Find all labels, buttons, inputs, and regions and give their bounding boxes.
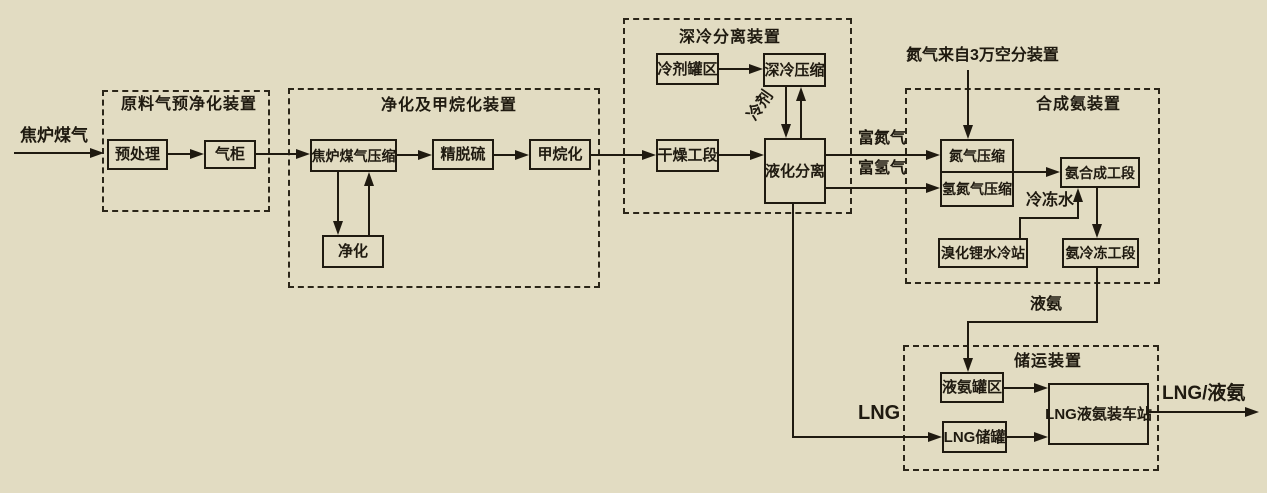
arrowhead-compress-to-desulfur <box>418 150 432 160</box>
arrowhead-purification-to-compress <box>364 172 374 186</box>
line-ammoniatank-to-loading <box>1004 387 1035 389</box>
section-storage-transport-title: 储运装置 <box>1014 353 1083 370</box>
section-cryogenic-separation <box>623 18 852 214</box>
arrowhead-drying-to-liquefaction <box>750 150 764 160</box>
arrowhead-desulfur-to-methanation <box>515 150 529 160</box>
node-loading-station: LNG液氨装车站 <box>1045 383 1152 445</box>
line-synthesis-to-refrig <box>1096 188 1098 225</box>
section-ammonia-synthesis-title: 合成氨装置 <box>1036 96 1122 113</box>
line-liquefaction-to-cryocompress <box>800 101 802 138</box>
line-liquid-ammonia-down <box>967 321 969 359</box>
line-reftank-to-cryocompress <box>719 68 750 70</box>
line-pre-to-gasholder <box>168 153 192 155</box>
node-methanation: 甲烷化 <box>529 139 591 170</box>
section-storage-transport <box>903 345 1159 471</box>
line-rich-n2 <box>826 154 927 156</box>
label-n2-source: 氮气来自3万空分装置 <box>906 47 1059 64</box>
label-liquid-ammonia: 液氨 <box>1030 296 1063 313</box>
node-cryo-compression: 深冷压缩 <box>763 53 826 87</box>
line-n2source-down <box>967 70 969 126</box>
line-rich-h2 <box>826 187 927 189</box>
node-n2-compression: 氮气压缩 <box>940 139 1014 173</box>
node-lng-tank: LNG储罐 <box>942 421 1007 453</box>
line-lngtank-to-loading <box>1007 436 1035 438</box>
arrowhead-cryocompress-to-liquefaction <box>781 124 791 138</box>
arrowhead-pre-to-gasholder <box>190 149 204 159</box>
arrowhead-lng <box>928 432 942 442</box>
node-ammonia-synthesis-section: 氨合成工段 <box>1060 157 1140 188</box>
label-output: LNG/液氨 <box>1162 383 1246 404</box>
arrowhead-ammoniatank-to-loading <box>1034 383 1048 393</box>
line-purification-to-compress <box>368 186 370 235</box>
line-refrig-down <box>1096 268 1098 323</box>
line-lng-down <box>792 204 794 438</box>
line-gasholder-to-compress <box>256 153 298 155</box>
line-compressors-to-synthesis <box>1014 171 1047 173</box>
arrowhead-rich-n2 <box>926 150 940 160</box>
label-lng: LNG <box>858 402 901 424</box>
line-output <box>1149 411 1246 413</box>
section-raw-gas-pretreatment-title: 原料气预净化装置 <box>121 96 258 113</box>
arrowhead-compress-to-purification <box>333 221 343 235</box>
section-purification-methanation <box>288 88 600 288</box>
arrowhead-output <box>1245 407 1259 417</box>
node-cog-compression: 焦炉煤气压缩 <box>310 139 397 172</box>
label-rich-h2: 富氢气 <box>858 160 907 177</box>
arrowhead-liquefaction-to-cryocompress <box>796 87 806 101</box>
node-liquid-ammonia-tank: 液氨罐区 <box>940 372 1004 403</box>
node-libr-cooling-station: 溴化锂水冷站 <box>938 238 1028 268</box>
section-cryogenic-separation-title: 深冷分离装置 <box>679 29 782 46</box>
line-input <box>14 152 90 154</box>
node-gas-holder: 气柜 <box>204 140 256 169</box>
section-purification-methanation-title: 净化及甲烷化装置 <box>381 97 518 114</box>
arrowhead-gasholder-to-compress <box>296 149 310 159</box>
line-lng-horizontal <box>792 436 928 438</box>
node-pretreatment: 预处理 <box>107 139 168 170</box>
arrowhead-methanation-to-drying <box>642 150 656 160</box>
arrowhead-reftank-to-cryocompress <box>749 64 763 74</box>
label-rich-n2: 富氮气 <box>858 130 907 147</box>
label-chilled-water: 冷冻水 <box>1026 192 1075 209</box>
label-coke-oven-gas: 焦炉煤气 <box>20 126 88 145</box>
arrowhead-chilled-water <box>1073 188 1083 202</box>
arrowhead-compressors-to-synthesis <box>1046 167 1060 177</box>
arrowhead-liquid-ammonia <box>963 358 973 372</box>
line-liquid-ammonia-horizontal <box>967 321 1098 323</box>
line-compress-to-purification <box>337 172 339 221</box>
arrowhead-input <box>90 148 104 158</box>
node-liquefaction-separation: 液化分离 <box>764 138 826 204</box>
arrowhead-rich-h2 <box>926 183 940 193</box>
node-refrigerant-tank: 冷剂罐区 <box>656 53 719 85</box>
arrowhead-lngtank-to-loading <box>1034 432 1048 442</box>
section-ammonia-synthesis <box>905 88 1160 284</box>
arrowhead-n2source-down <box>963 125 973 139</box>
line-chilled-water-up <box>1077 202 1079 218</box>
line-methanation-to-drying <box>591 154 643 156</box>
arrowhead-synthesis-to-refrig <box>1092 224 1102 238</box>
line-libr-up <box>1019 217 1021 238</box>
line-cryocompress-to-liquefaction <box>785 87 787 125</box>
node-ammonia-refrigeration-section: 氨冷冻工段 <box>1062 238 1139 268</box>
line-chilled-water-horizontal <box>1019 217 1079 219</box>
node-drying-section: 干燥工段 <box>656 139 719 172</box>
node-h2n2-compression: 氢氮气压缩 <box>940 171 1014 207</box>
node-fine-desulfurization: 精脱硫 <box>432 139 494 170</box>
line-desulfur-to-methanation <box>494 154 517 156</box>
line-drying-to-liquefaction <box>719 154 751 156</box>
node-purification: 净化 <box>322 235 384 268</box>
line-compress-to-desulfur <box>397 154 420 156</box>
